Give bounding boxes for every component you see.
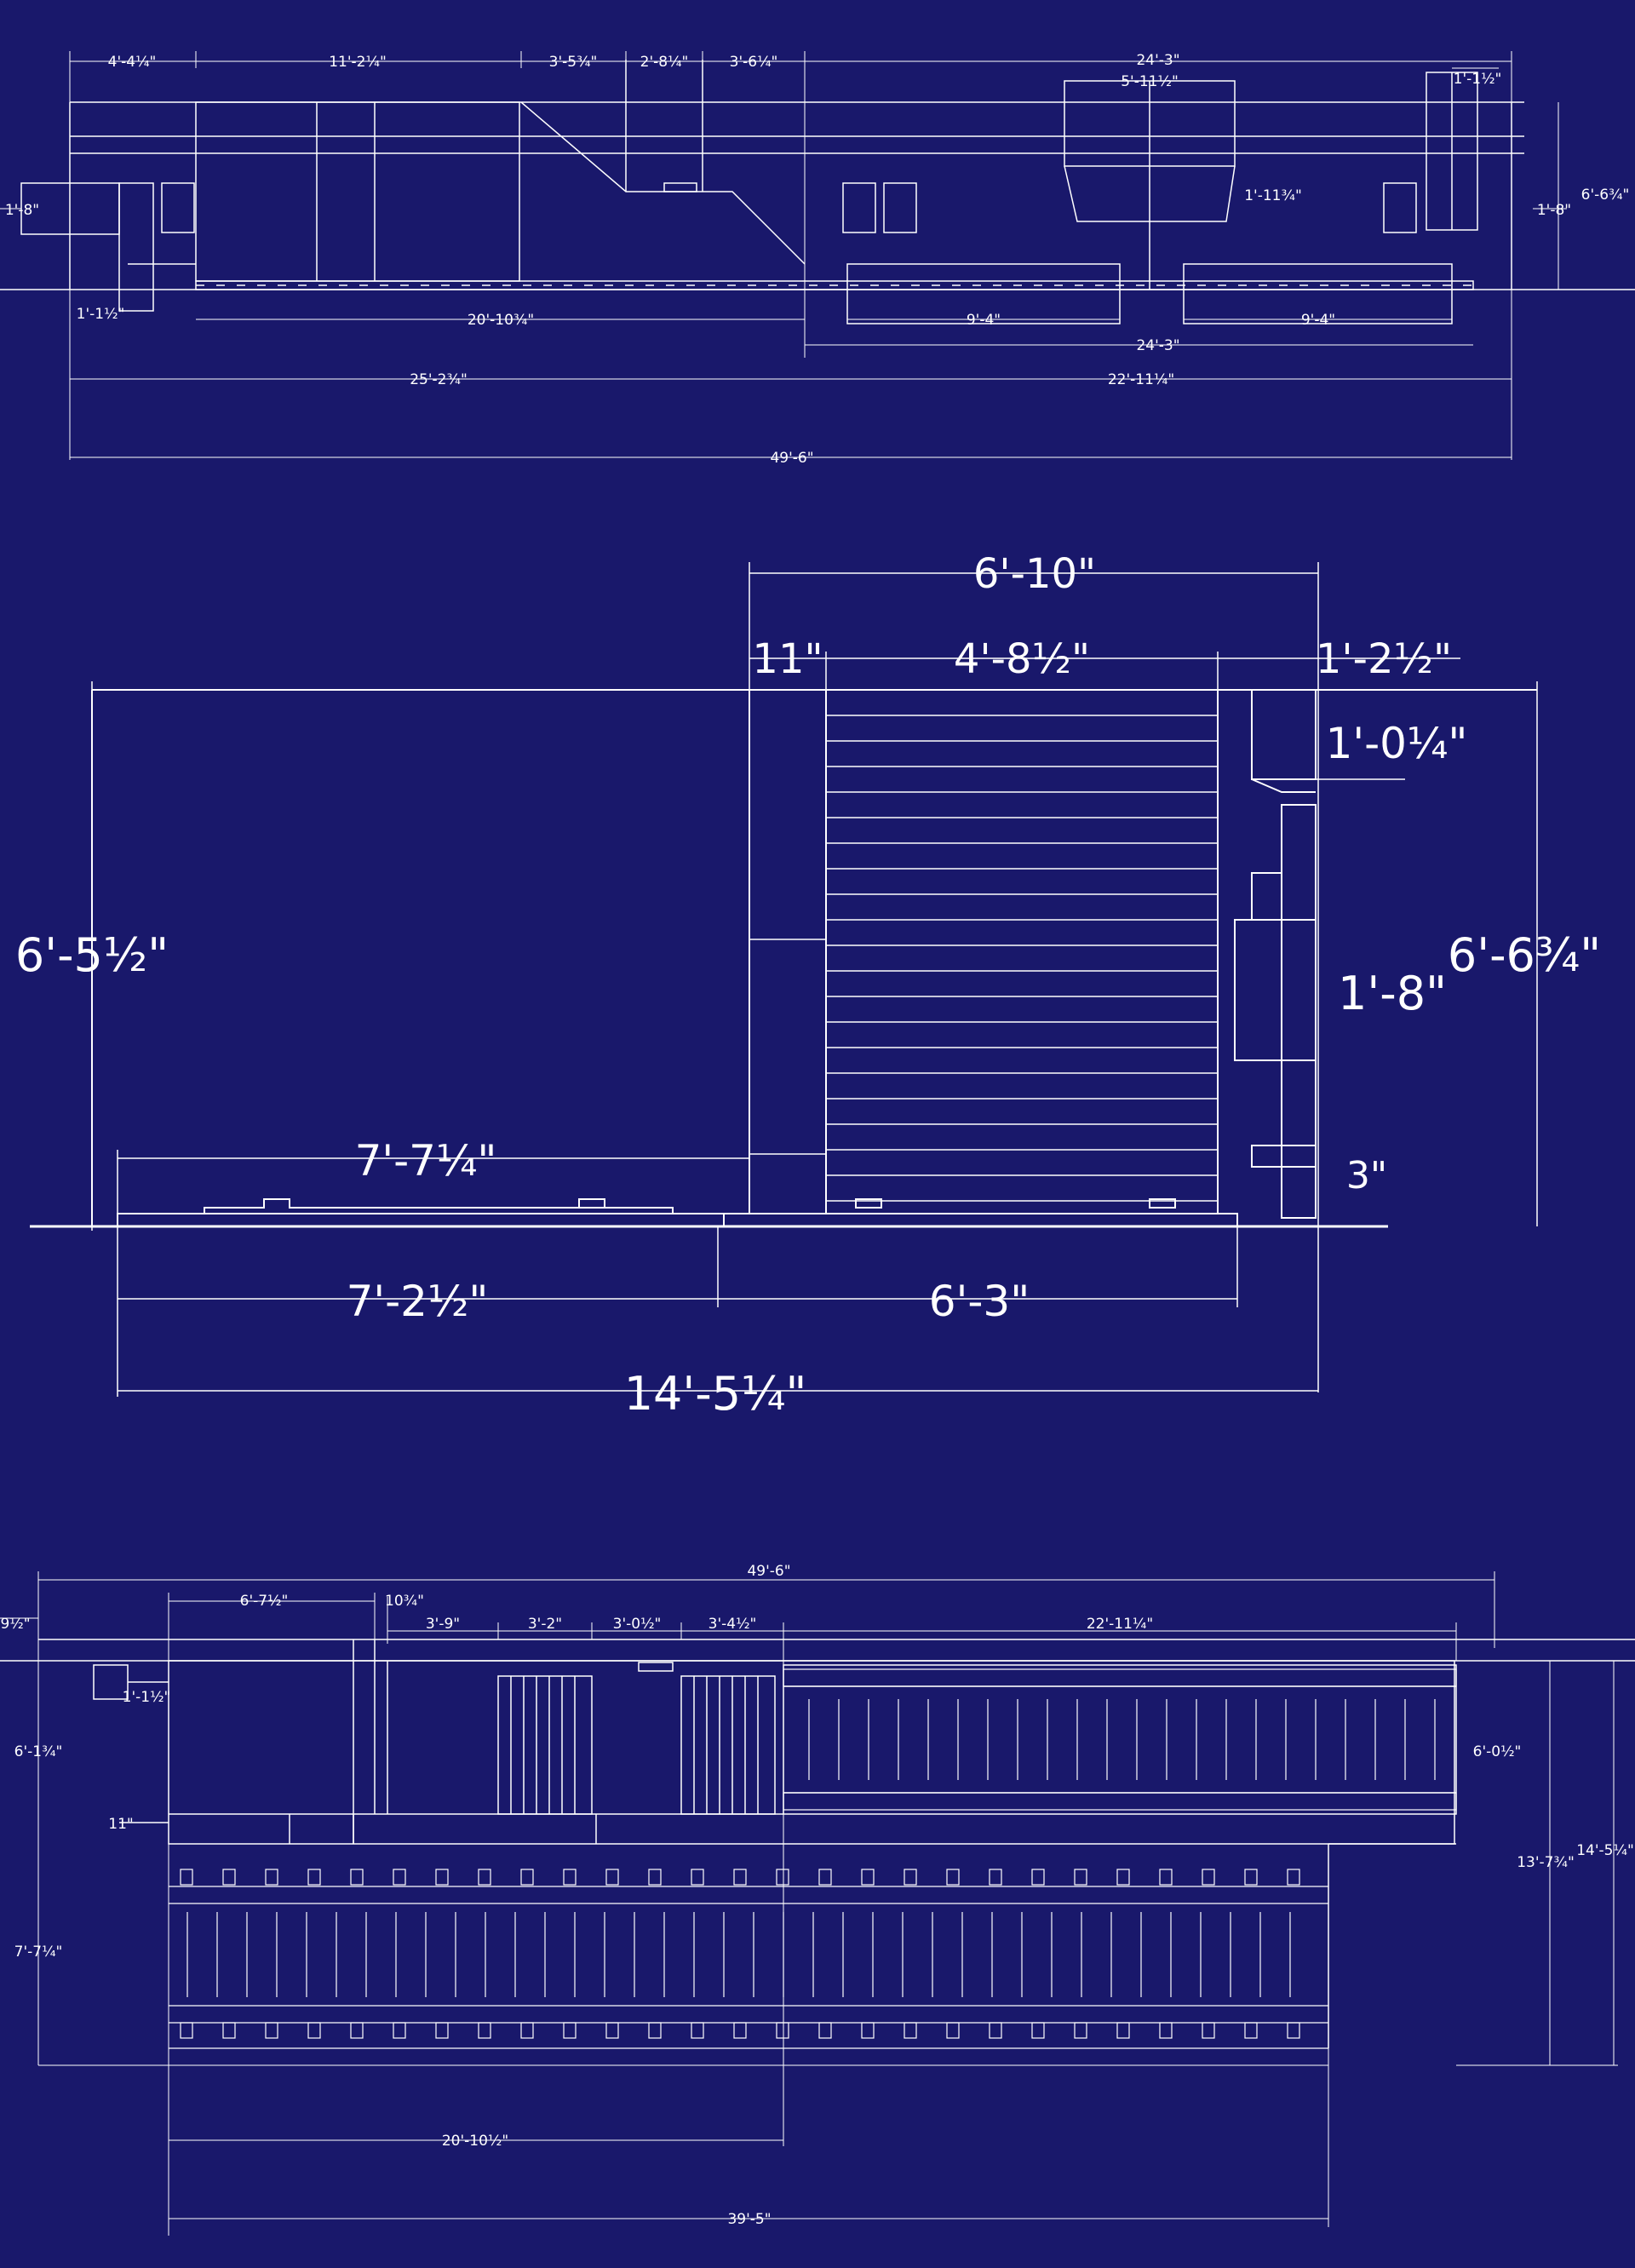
dim-label: 4'-4¼" (108, 54, 157, 71)
dim-label: 6'-7½" (240, 1593, 289, 1610)
dim-label: 6'-6¾" (1448, 928, 1601, 982)
dim-label: 3'-0½" (613, 1616, 662, 1633)
dim-label: 25'-2¾" (410, 371, 468, 388)
dim-label: 11" (752, 635, 823, 683)
end-elevation: 6'-10" 11" 4'-8½" 1'-2½" 1'-0¼" 6'-5½" 6… (15, 550, 1601, 1421)
dim-label: 9'-4" (967, 312, 1001, 329)
dim-label: 11" (108, 1816, 133, 1833)
dim-label: 9½" (0, 1616, 30, 1633)
dim-label: 3'-6¼" (730, 54, 778, 71)
dim-label: 1'-8" (1338, 967, 1447, 1020)
dim-label: 6'-5½" (15, 928, 169, 982)
dim-label: 6'-3" (929, 1277, 1030, 1326)
dim-label: 1'-2½" (1316, 635, 1452, 683)
side-elevation: 4'-4¼" 11'-2¼" 3'-5¾" 2'-8¼" 3'-6¼" 24'-… (0, 51, 1635, 467)
dim-label: 7'-7¼" (355, 1136, 497, 1186)
dim-label: 22'-11¼" (1087, 1616, 1153, 1633)
dim-label: 24'-3" (1136, 52, 1179, 69)
plan-view-dimension-lines (0, 1571, 1618, 2236)
dim-label: 1'-1½" (77, 306, 125, 323)
dim-label: 7'-7¼" (14, 1944, 63, 1961)
side-elevation-body (0, 60, 1635, 324)
dim-label: 20'-10¾" (468, 312, 534, 329)
dim-label: 6'-1¾" (14, 1743, 63, 1760)
end-elevation-body (30, 689, 1537, 1228)
dim-label: 3'-5¾" (549, 54, 598, 71)
plan-track-upper (783, 1668, 1457, 1811)
dim-label: 3'-2" (528, 1616, 562, 1633)
door-slats (826, 715, 1218, 1202)
dim-label: 13'-7¾" (1517, 1854, 1575, 1871)
dim-label: 11'-2¼" (329, 54, 387, 71)
dim-label: 6'-6¾" (1581, 187, 1630, 204)
dim-label: 5'-11½" (1121, 73, 1179, 90)
side-elevation-labels: 4'-4¼" 11'-2¼" 3'-5¾" 2'-8¼" 3'-6¼" 24'-… (5, 52, 1630, 467)
dim-label: 39'-5" (727, 2211, 771, 2228)
dim-label: 4'-8½" (954, 635, 1090, 683)
dim-label: 49'-6" (747, 1563, 790, 1580)
dim-label: 1'-8" (5, 202, 39, 219)
dim-label: 6'-10" (973, 550, 1096, 598)
side-elevation-dimension-lines (0, 51, 1567, 460)
dim-label: 1'-0¼" (1326, 719, 1468, 768)
dim-label: 22'-11¼" (1108, 371, 1174, 388)
dim-label: 6'-0½" (1473, 1743, 1522, 1760)
plan-view-labels: 49'-6" 6'-7½" 10¾" 3'-9" 3'-2" 3'-0½" 3'… (0, 1563, 1633, 2228)
dim-label: 14'-5¼" (1576, 1842, 1634, 1859)
dim-label: 49'-6" (770, 450, 813, 467)
dim-label: 1'-1½" (1454, 71, 1502, 88)
dim-label: 3'-4½" (708, 1616, 757, 1633)
dim-label: 14'-5¼" (624, 1367, 807, 1421)
dim-label: 2'-8¼" (640, 54, 689, 71)
dim-label: 3'-9" (426, 1616, 460, 1633)
dim-label: 20'-10½" (442, 2133, 508, 2150)
dim-label: 1'-1½" (123, 1689, 171, 1706)
end-elevation-dimension-lines (91, 562, 1538, 1397)
end-elevation-labels: 6'-10" 11" 4'-8½" 1'-2½" 1'-0¼" 6'-5½" 6… (15, 550, 1601, 1421)
dim-label: 1'-8" (1537, 202, 1571, 219)
plan-track-lower (169, 1869, 1328, 2049)
plan-view: 49'-6" 6'-7½" 10¾" 3'-9" 3'-2" 3'-0½" 3'… (0, 1563, 1635, 2236)
dim-label: 9'-4" (1301, 312, 1335, 329)
dim-label: 1'-11¾" (1244, 187, 1302, 204)
dim-label: 7'-2½" (347, 1277, 489, 1326)
dim-label: 3" (1346, 1154, 1387, 1197)
dim-label: 10¾" (385, 1593, 424, 1610)
dim-label: 24'-3" (1136, 337, 1179, 354)
